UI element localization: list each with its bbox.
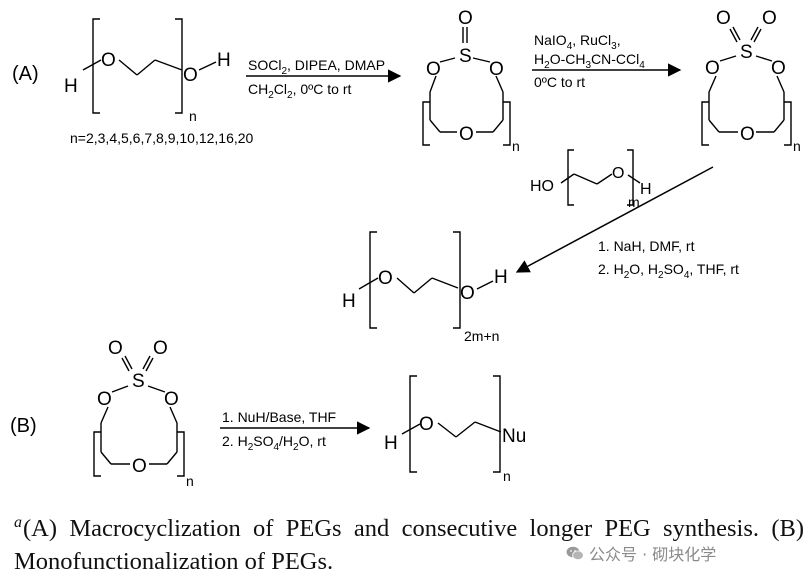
- peg-h-left: H: [64, 76, 78, 97]
- sulfate-b-subscript: n: [186, 473, 194, 489]
- watermark-text: 公众号 · 砌块化学: [589, 545, 717, 564]
- sulfate-o-1: O: [716, 8, 731, 29]
- peg-long-subscript: 2m+n: [464, 328, 499, 344]
- sulfate-o-right: O: [771, 58, 786, 79]
- peg-long-o-right: O: [460, 283, 475, 304]
- reagents-step-3-line-1: 1. NaH, DMF, rt: [598, 238, 695, 254]
- reagents-step-2-line-3: 0ºC to rt: [534, 74, 585, 90]
- part-b-label: (B): [10, 415, 37, 437]
- sulfate-o-bottom: O: [740, 124, 755, 145]
- peg-n-values: n=2,3,4,5,6,7,8,9,10,12,16,20: [70, 130, 254, 146]
- peg-long-o-left: O: [378, 268, 393, 289]
- sulfate-subscript-n: n: [793, 138, 801, 154]
- product-b-subscript: n: [503, 468, 511, 484]
- sulfate-b-o-right: O: [164, 389, 179, 410]
- peg-h-right: H: [217, 50, 231, 71]
- reagents-step-1-line-1: SOCl2, DIPEA, DMAP: [248, 57, 385, 77]
- product-b-o: O: [419, 414, 434, 435]
- reagents-step-b-line-1: 1. NuH/Base, THF: [222, 409, 336, 425]
- reagents-step-1-line-2: CH2Cl2, 0ºC to rt: [248, 81, 352, 101]
- sulfate-b-o-left: O: [97, 389, 112, 410]
- peg-o-right: O: [183, 65, 198, 86]
- product-b-h: H: [384, 433, 398, 454]
- sulfite-subscript-n: n: [512, 138, 520, 154]
- wechat-icon: [566, 546, 584, 561]
- sulfite-o-right: O: [489, 59, 504, 80]
- sulfate-s: S: [740, 42, 753, 63]
- sulfite-o-top: O: [458, 8, 473, 29]
- reagents-step-2-line-1: NaIO4, RuCl3,: [534, 32, 621, 52]
- peg-o-left: O: [101, 50, 116, 71]
- sulfite-o-left: O: [426, 59, 441, 80]
- sulfate-b-o-2: O: [153, 338, 168, 359]
- sulfate-o-2: O: [762, 8, 777, 29]
- caption-text: (A) Macrocyclization of PEGs and consecu…: [14, 515, 804, 575]
- sulfate-b-s: S: [132, 371, 145, 392]
- sulfite-s: S: [459, 46, 472, 67]
- peg-m-subscript: m: [628, 194, 640, 210]
- peg-diol: [82, 18, 217, 114]
- cyclic-sulfite: [422, 27, 511, 146]
- sulfite-o-bottom: O: [459, 124, 474, 145]
- reagents-step-b-line-2: 2. H2SO4/H2O, rt: [222, 433, 326, 453]
- sulfate-o-left: O: [705, 58, 720, 79]
- cyclic-sulfate: [701, 26, 792, 146]
- reagents-step-3-line-2: 2. H2O, H2SO4, THF, rt: [598, 261, 739, 281]
- peg-long-h-right: H: [494, 267, 508, 288]
- sulfate-b-o-bottom: O: [132, 456, 147, 477]
- peg-subscript-n: n: [189, 108, 197, 124]
- peg-long-product: [358, 231, 494, 329]
- reagents-step-2-line-2: H2O-CH3CN-CCl4: [534, 51, 645, 71]
- watermark: 公众号 · 砌块化学: [566, 541, 716, 565]
- peg-m-o: O: [612, 165, 624, 182]
- sulfate-b-o-1: O: [108, 338, 123, 359]
- cyclic-sulfate-b: [93, 355, 185, 477]
- peg-long-h-left: H: [342, 291, 356, 312]
- part-a-label: (A): [12, 63, 39, 85]
- arrow-step-3: [515, 166, 714, 273]
- product-b-nu: Nu: [502, 426, 526, 447]
- peg-m-h: H: [640, 181, 652, 198]
- peg-m-reagent: [560, 149, 641, 206]
- reaction-scheme: (A) (B) H O O H n n=2,3,4,5,6,7,8,9,10,1…: [10, 8, 801, 489]
- monofunctional-peg-product: [401, 375, 502, 473]
- figure-caption: a(A) Macrocyclization of PEGs and consec…: [14, 506, 804, 578]
- peg-m-ho: HO: [530, 178, 554, 195]
- caption-footnote-marker: a: [14, 514, 22, 531]
